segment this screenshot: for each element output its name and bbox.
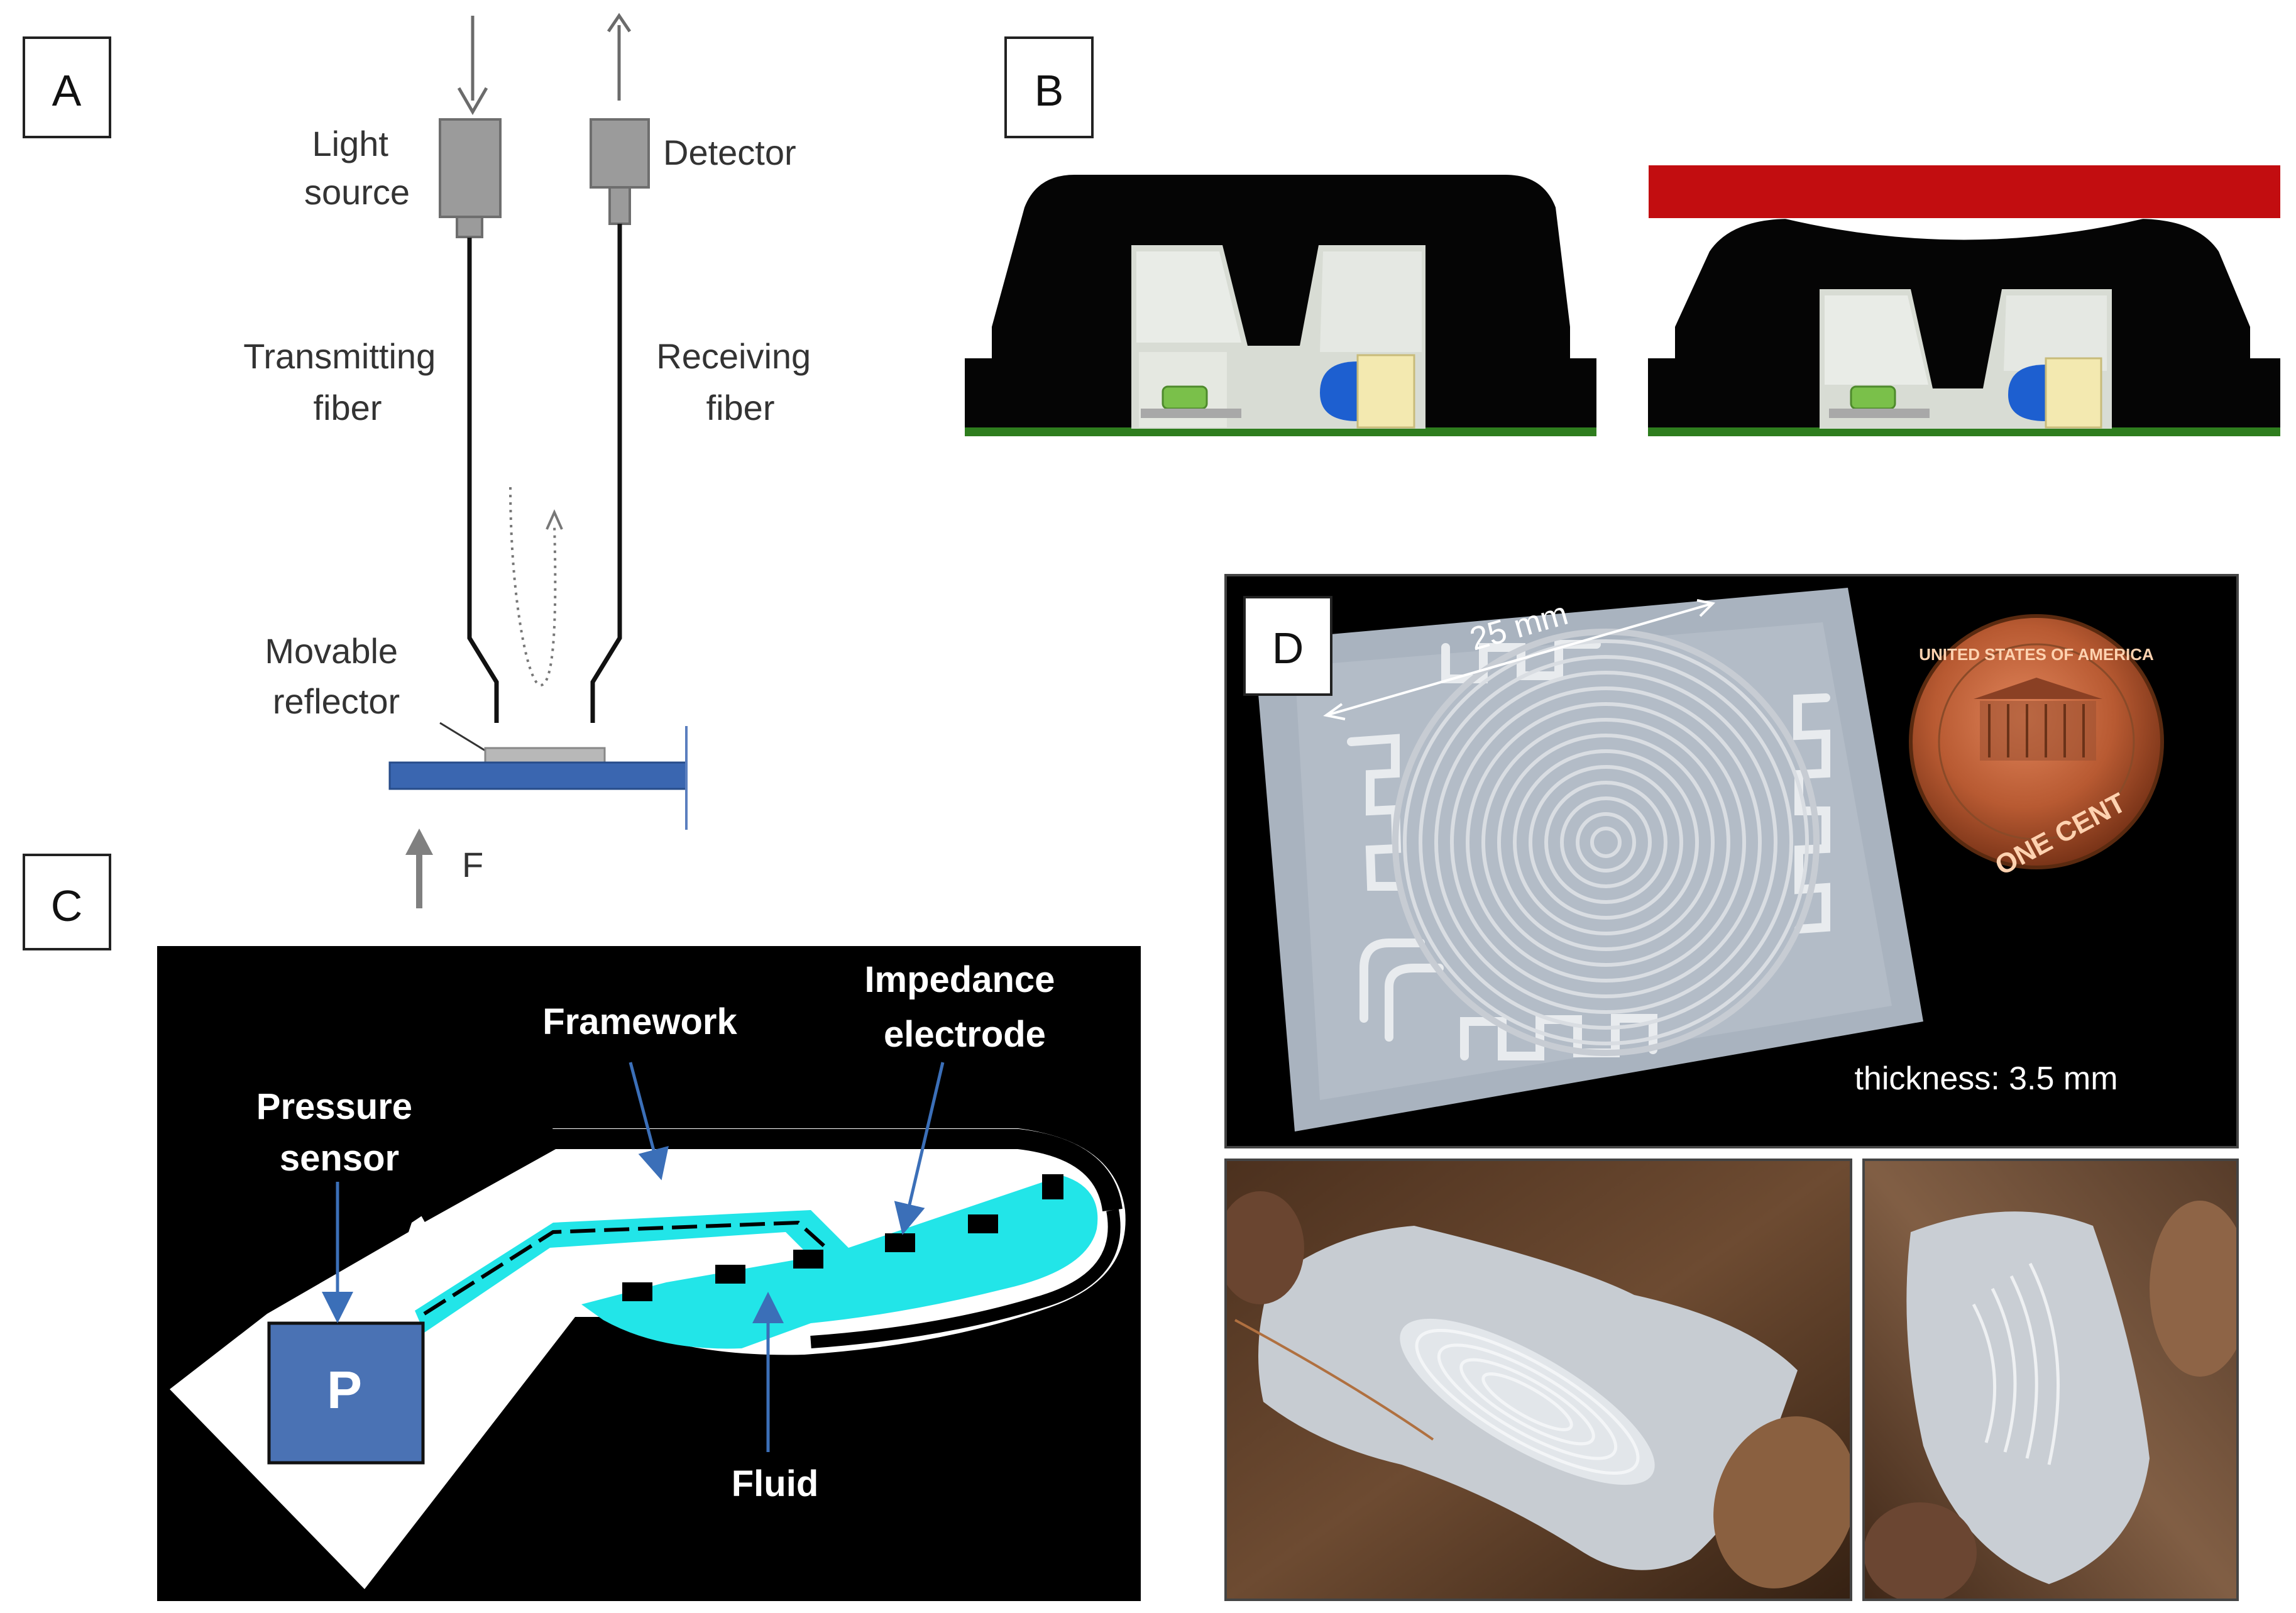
impedance-electrodes [622, 1174, 1063, 1301]
optical-sensor-compressed [1648, 165, 2280, 436]
panel-c-pointer-arrows [322, 1062, 945, 1452]
detector-icon [590, 118, 650, 225]
flexible-plate [388, 761, 688, 790]
panel-d-top-frame [1224, 574, 2239, 1148]
framework-lower-gap [540, 1331, 805, 1404]
fluid-channel [415, 1175, 1098, 1349]
framework-rim-gap [810, 1209, 1121, 1348]
panel-b: B [965, 36, 2280, 436]
panel-c: C P Framework Impedance electrode [23, 854, 1141, 1601]
optical-sensor-uncompressed [965, 175, 1596, 436]
panel-b-letter: B [1035, 66, 1064, 115]
framework-outer-gap [415, 1129, 1123, 1222]
scale-arrow-icon [1323, 599, 1716, 720]
panel-d-letter-box [1243, 596, 1332, 696]
framework-dashed-line [423, 1220, 832, 1316]
panel-d-bent-photo [1864, 1160, 2238, 1600]
panel-c-letter: C [51, 881, 83, 930]
pressure-sensor-symbol: P [327, 1360, 362, 1419]
receiving-fiber [590, 224, 622, 723]
panel-d-top-photo: 25 mm UNITED STATES OF AMERICA ONE CENT … [1226, 575, 2238, 1147]
detector-label: Detector [663, 133, 796, 172]
force-label: F [462, 845, 483, 884]
light-source-label: Light source [304, 124, 410, 212]
panel-d-stretched-photo [1226, 1160, 1851, 1600]
bent-coil [1972, 1262, 2060, 1465]
presser-plate [1649, 165, 2280, 218]
panel-d: 25 mm UNITED STATES OF AMERICA ONE CENT … [1224, 574, 2239, 1601]
incoming-light-arrow-icon [457, 16, 488, 115]
panel-c-letter-box [23, 854, 111, 950]
transmitting-fiber-label: Transmitting fiber [243, 336, 446, 427]
panel-d-bent-frame [1862, 1159, 2239, 1601]
reflected-light-path-icon [509, 487, 563, 687]
thickness-label: thickness: 3.5 mm [1854, 1060, 2117, 1097]
receiving-fiber-label: Receiving fiber [656, 336, 820, 427]
panel-d-letter: D [1272, 624, 1304, 673]
panel-a-letter-box [23, 36, 111, 138]
pressure-sensor-box [267, 1321, 425, 1465]
panel-d-stretched-frame [1224, 1159, 1852, 1601]
outgoing-light-arrow-icon [607, 13, 632, 101]
pressure-sensor-label: Pressure sensor [256, 1086, 422, 1179]
force-arrow-icon [405, 829, 433, 908]
movable-reflector [484, 747, 606, 765]
penny-icon [1909, 614, 2164, 869]
transmitting-fiber [467, 238, 499, 723]
panel-a-letter: A [52, 66, 82, 115]
panel-b-letter-box [1004, 36, 1094, 138]
penny-top-text: UNITED STATES OF AMERICA [1919, 645, 2154, 664]
panel-a: A Light source Detector Tra [23, 13, 820, 908]
movable-reflector-label: Movable reflector [265, 631, 407, 721]
fluid-label: Fluid [732, 1463, 819, 1504]
light-source-icon [439, 118, 502, 238]
stretched-coil [1415, 1328, 1640, 1475]
spiral-coil [1403, 639, 1809, 1045]
framework-label: Framework [542, 1001, 737, 1042]
impedance-electrode-label: Impedance electrode [864, 959, 1065, 1055]
